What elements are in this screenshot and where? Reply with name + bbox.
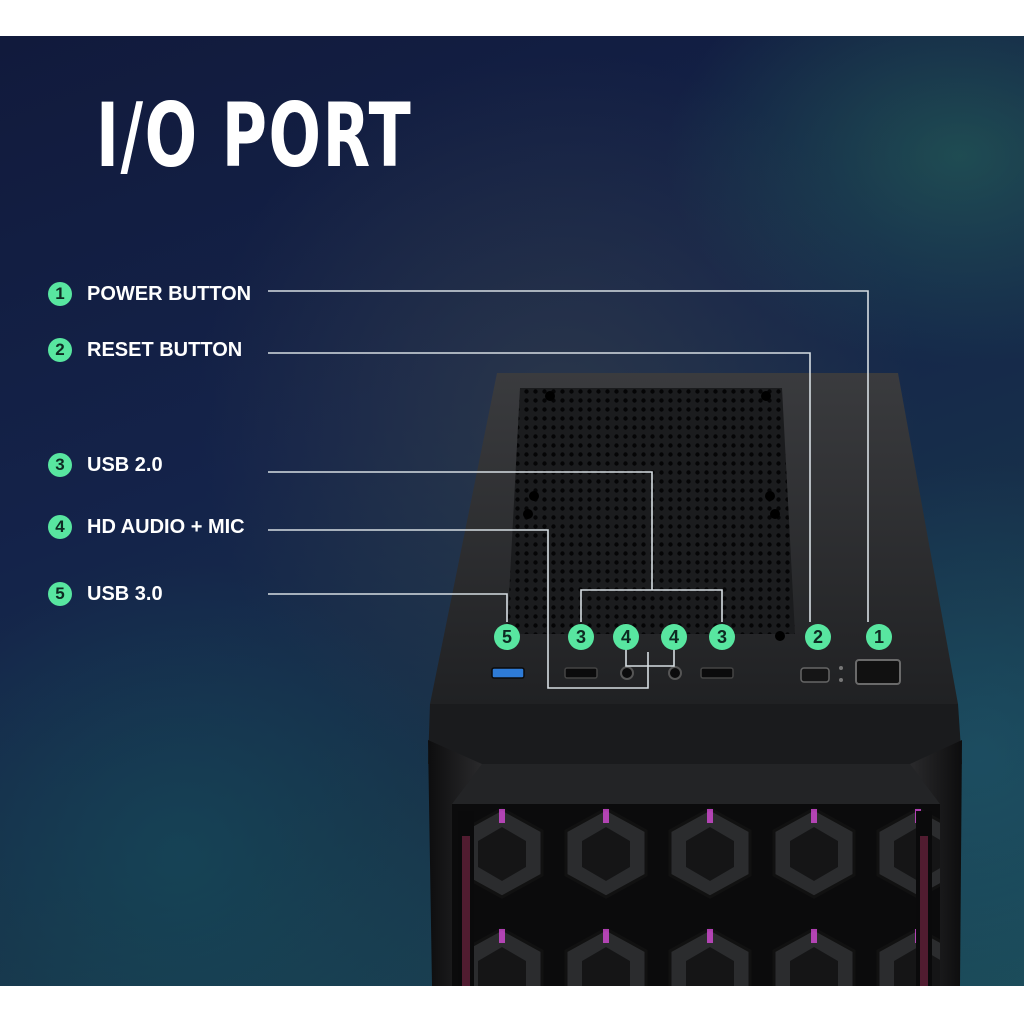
leader-line-audio-bracket [625,649,675,667]
product-diagram: I/O PORT 1 POWER BUTTON 2 RESET BUTTON 3… [0,36,1024,986]
legend-item-usb-3: 5 USB 3.0 [48,581,163,607]
port-marker-power: 1 [866,624,892,650]
legend-item-usb-2: 3 USB 2.0 [48,452,163,478]
callout-lines [268,290,869,689]
power-button [855,659,901,685]
port-marker-usb3: 5 [494,624,520,650]
legend-label: HD AUDIO + MIC [87,515,245,538]
port-marker-audio-right: 4 [661,624,687,650]
audio-jack-left [620,666,634,680]
port-marker-usb2-left: 3 [568,624,594,650]
reset-button [800,667,830,683]
usb2-port-left [564,667,598,679]
number-badge: 1 [48,282,72,306]
number-badge: 5 [48,582,72,606]
leader-line-usb3 [268,593,508,622]
leader-line-power [268,290,869,622]
legend-item-reset-button: 2 RESET BUTTON [48,337,242,363]
legend-item-hd-audio-mic: 4 HD AUDIO + MIC [48,514,245,540]
usb3-port [491,667,525,679]
port-marker-usb2-right: 3 [709,624,735,650]
number-badge: 3 [48,453,72,477]
legend-label: RESET BUTTON [87,338,243,361]
usb2-port-right [700,667,734,679]
led-indicator [839,678,843,682]
leader-line-audio [268,529,649,689]
leader-line-usb2 [268,471,653,590]
legend-label: USB 3.0 [87,582,163,605]
page-title: I/O PORT [96,84,413,187]
legend-label: USB 2.0 [87,453,163,476]
led-indicator [839,666,843,670]
legend-label: POWER BUTTON [87,282,252,305]
pc-case-illustration [428,373,962,986]
number-badge: 2 [48,338,72,362]
number-badge: 4 [48,515,72,539]
port-marker-reset: 2 [805,624,831,650]
leader-line-reset [268,352,811,622]
audio-jack-right [668,666,682,680]
port-marker-audio-left: 4 [613,624,639,650]
legend-item-power-button: 1 POWER BUTTON [48,281,251,307]
leader-line-usb2-bracket [580,589,723,622]
